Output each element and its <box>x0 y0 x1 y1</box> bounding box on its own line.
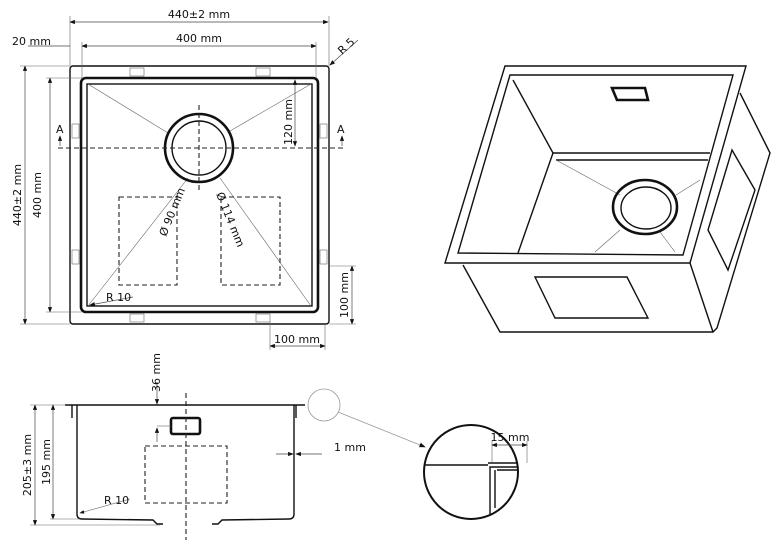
flange-width-label: 15 mm <box>491 431 530 444</box>
overall-depth-label: 205±3 mm <box>21 434 34 496</box>
top-view: 440±2 mm 400 mm 20 mm R 5 440±2 mm 400 m… <box>11 8 359 350</box>
hidden-box-left <box>118 196 178 286</box>
section-marker-right: A <box>337 123 345 136</box>
iso-rim <box>444 65 747 264</box>
iso-drain-inner <box>620 186 672 230</box>
detail-circle <box>423 424 519 520</box>
bowl-depth-label: 195 mm <box>40 439 53 485</box>
bracket-horizontal-label: 100 mm <box>274 333 320 346</box>
isometric-view <box>444 65 771 333</box>
bracket-vertical-label: 100 mm <box>338 272 351 318</box>
inner-height-label: 400 mm <box>31 172 44 218</box>
overflow-offset-label: 36 mm <box>150 353 163 392</box>
mounting-brackets <box>71 67 328 323</box>
inner-radius-label: R 10 <box>106 291 131 304</box>
iso-front-window <box>533 276 650 319</box>
bottom-radius-label: R 10 <box>104 494 129 507</box>
section-marker-left: A <box>56 123 64 136</box>
iso-drain-outer <box>611 178 679 236</box>
section-view: 205±3 mm 195 mm 36 mm 1 mm R 10 <box>21 353 426 540</box>
inner-width-label: 400 mm <box>176 32 222 45</box>
drain-outer-diameter-label: Ø 114 mm <box>213 190 247 249</box>
drain-offset-label: 120 mm <box>282 99 295 145</box>
overall-width-label: 440±2 mm <box>168 8 230 21</box>
iso-overflow <box>610 86 650 102</box>
bowl-floor <box>86 83 313 307</box>
outer-rim <box>69 65 330 325</box>
iso-side-window <box>707 148 756 272</box>
drain-slope-lines <box>87 83 312 307</box>
detail-view: 15 mm <box>423 424 530 520</box>
bowl-edge <box>79 76 320 314</box>
wall-thickness-label: 1 mm <box>334 441 366 454</box>
detail-callout-circle <box>307 388 341 422</box>
hidden-box-right <box>220 196 281 286</box>
section-right-wall <box>212 405 295 525</box>
iso-opening <box>457 74 734 256</box>
flange-label: 20 mm <box>12 35 51 48</box>
overall-height-label: 440±2 mm <box>11 164 24 226</box>
section-left-wall <box>76 405 163 525</box>
outer-radius-label: R 5 <box>335 35 357 57</box>
